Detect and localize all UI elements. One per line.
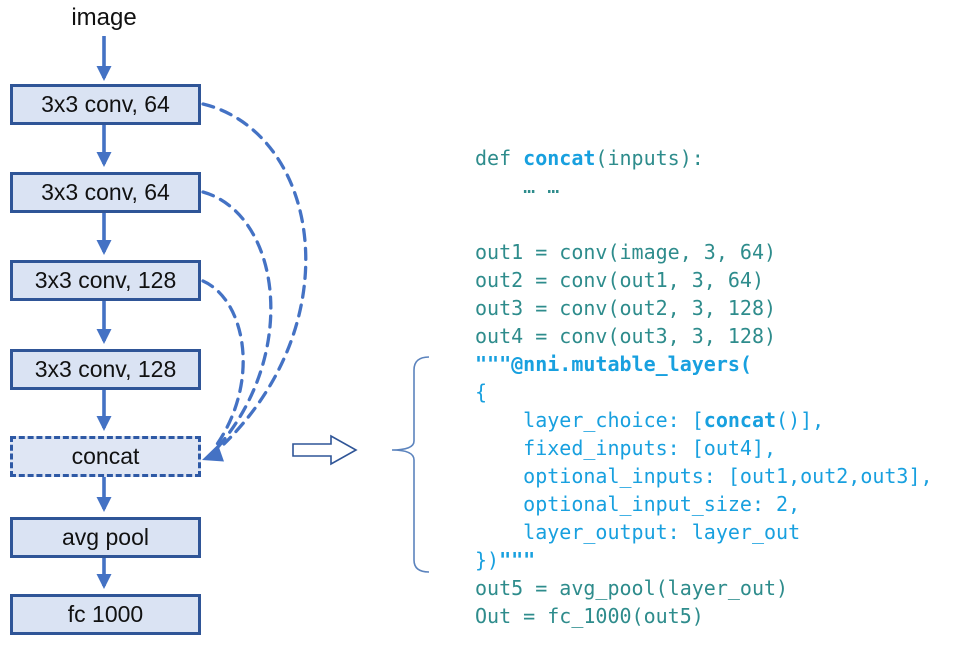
- code-line: layer_output: layer_out: [475, 518, 933, 546]
- code-segment: {: [475, 380, 488, 404]
- node-conv4: 3x3 conv, 128: [10, 349, 201, 390]
- node-avgpool: avg pool: [10, 517, 201, 558]
- code-segment: out2 = conv(out1, 3, 64): [475, 268, 764, 292]
- code-segment: out1 = conv(image, 3, 64): [475, 240, 777, 264]
- code-line: {: [475, 378, 933, 406]
- code-segment: layer_output: layer_out: [475, 520, 801, 544]
- code-line: optional_input_size: 2,: [475, 490, 933, 518]
- node-conv1: 3x3 conv, 64: [10, 84, 201, 125]
- node-label: 3x3 conv, 64: [41, 179, 170, 205]
- node-label: concat: [71, 443, 140, 469]
- code-segment: out4 = conv(out3, 3, 128): [475, 324, 777, 348]
- skip-connection-arcs-icon: [201, 102, 308, 462]
- code-line: Out = fc_1000(out5): [475, 602, 933, 630]
- code-segment: concat: [703, 408, 777, 432]
- node-fc1000: fc 1000: [10, 594, 201, 635]
- skip-arrowhead-icon: [202, 444, 224, 462]
- code-line: out1 = conv(image, 3, 64): [475, 238, 933, 266]
- code-segment: optional_input_size: 2,: [475, 492, 801, 516]
- code-segment: concat: [523, 146, 596, 170]
- node-conv2: 3x3 conv, 64: [10, 172, 201, 213]
- node-conv3: 3x3 conv, 128: [10, 260, 201, 301]
- code-segment: """: [499, 548, 536, 572]
- code-line: def concat(inputs):: [475, 144, 933, 172]
- code-segment: def: [475, 146, 524, 170]
- code-line: … …: [475, 172, 933, 200]
- node-concat: concat: [10, 436, 201, 477]
- code-line: """@nni.mutable_layers(: [475, 350, 933, 378]
- transform-arrow-icon: [292, 434, 358, 466]
- code-line: out3 = conv(out2, 3, 128): [475, 294, 933, 322]
- code-segment: optional_inputs: [out1,out2,out3],: [475, 464, 933, 488]
- code-line: out5 = avg_pool(layer_out): [475, 574, 933, 602]
- node-label: fc 1000: [67, 601, 144, 627]
- code-segment: """@nni.mutable_layers(: [475, 352, 752, 376]
- code-segment: ()],: [776, 408, 825, 432]
- node-label: 3x3 conv, 64: [41, 91, 170, 117]
- input-label: image: [71, 4, 137, 31]
- code-segment: … …: [475, 174, 560, 198]
- code-segment: Out = fc_1000(out5): [475, 604, 704, 628]
- code-line: fixed_inputs: [out4],: [475, 434, 933, 462]
- code-line: })""": [475, 546, 933, 574]
- code-line: optional_inputs: [out1,out2,out3],: [475, 462, 933, 490]
- code-segment: fixed_inputs: [out4],: [475, 436, 777, 460]
- code-line: layer_choice: [concat()],: [475, 406, 933, 434]
- code-segment: (inputs):: [595, 146, 704, 170]
- code-segment: out5 = avg_pool(layer_out): [475, 576, 789, 600]
- code-segment: }): [475, 548, 500, 572]
- code-segment: out3 = conv(out2, 3, 128): [475, 296, 777, 320]
- code-block: def concat(inputs): … …out1 = conv(image…: [475, 144, 933, 630]
- node-label: avg pool: [62, 524, 149, 550]
- curly-brace-icon: [391, 356, 430, 573]
- code-segment: layer_choice: [: [475, 408, 704, 432]
- code-line: out2 = conv(out1, 3, 64): [475, 266, 933, 294]
- node-label: 3x3 conv, 128: [34, 267, 177, 293]
- code-line: out4 = conv(out3, 3, 128): [475, 322, 933, 350]
- node-label: 3x3 conv, 128: [34, 356, 177, 382]
